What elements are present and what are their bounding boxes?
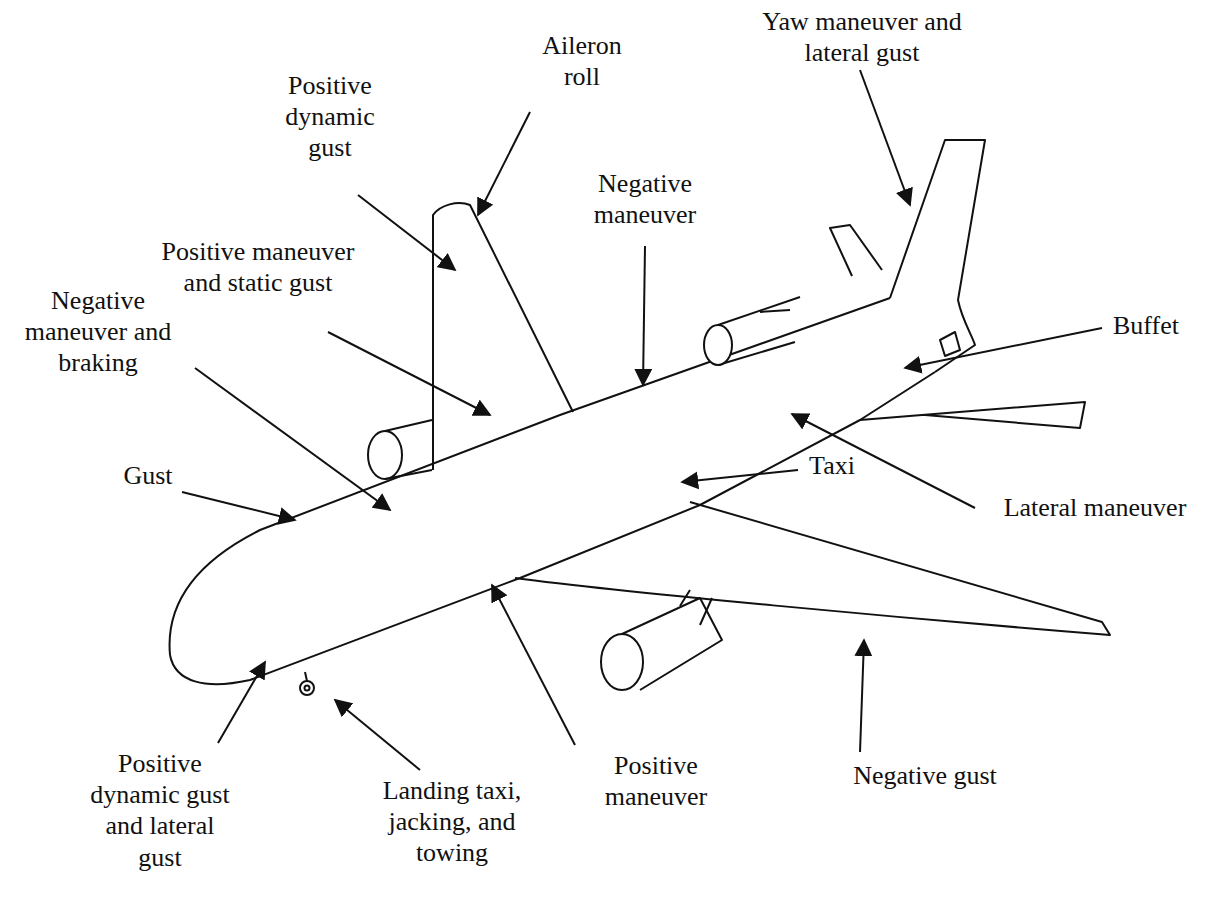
- load-label: Positive dynamic gust: [265, 70, 395, 164]
- airplane-outline: [170, 140, 1110, 695]
- load-label: Gust: [103, 460, 193, 491]
- leader-arrows: [182, 70, 1102, 770]
- load-label: Negative maneuver: [570, 168, 720, 230]
- load-label: Positive dynamic gust and lateral gust: [85, 748, 235, 873]
- load-label: Aileron roll: [527, 30, 637, 92]
- load-label: Taxi: [792, 450, 872, 481]
- load-label: Landing taxi, jacking, and towing: [365, 775, 540, 869]
- load-label: Lateral maneuver: [985, 492, 1205, 523]
- load-label: Negative maneuver and braking: [13, 285, 183, 379]
- load-label: Negative gust: [825, 760, 1025, 791]
- load-label: Buffet: [1096, 310, 1196, 341]
- load-label: Yaw maneuver and lateral gust: [727, 6, 997, 68]
- load-label: Positive maneuver: [591, 750, 721, 812]
- load-label: Positive maneuver and static gust: [151, 236, 366, 298]
